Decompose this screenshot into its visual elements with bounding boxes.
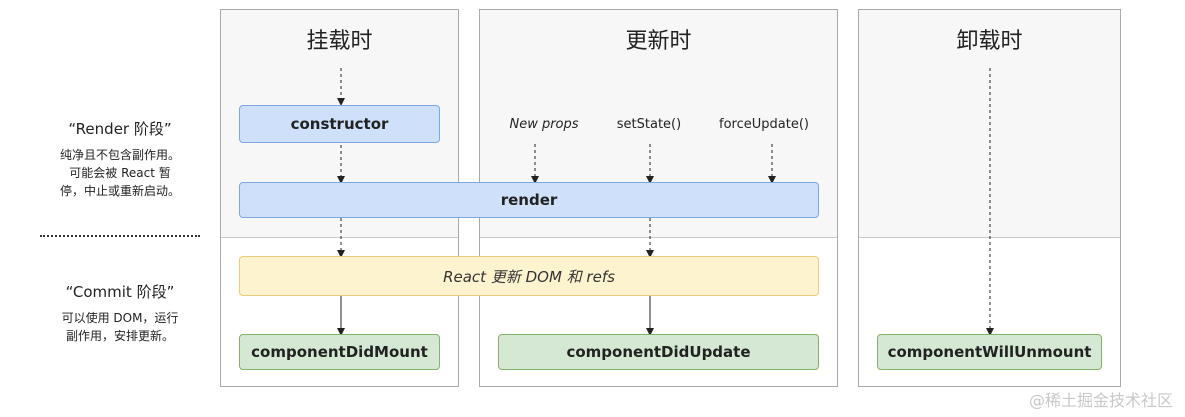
commit-phase-desc-line: 副作用，安排更新。	[65, 329, 174, 343]
unmount-column-title: 卸载时	[956, 29, 1023, 54]
unmount-column: 卸载时	[858, 9, 1121, 387]
mount-column-title: 挂载时	[306, 29, 373, 54]
component-will-unmount-box: componentWillUnmount	[877, 334, 1102, 370]
commit-phase-title: “Commit 阶段”	[65, 283, 175, 301]
react-update-dom-box: React 更新 DOM 和 refs	[239, 256, 819, 296]
render-phase-description: 纯净且不包含副作用。 可能会被 React 暂 停，中止或重新启动。	[40, 146, 200, 200]
render-phase-desc-line: 可能会被 React 暂	[69, 166, 171, 180]
constructor-box: constructor	[239, 105, 440, 143]
component-did-mount-box: componentDidMount	[239, 334, 440, 370]
update-column-title: 更新时	[625, 29, 692, 54]
phase-separator	[40, 235, 200, 237]
commit-phase-description: 可以使用 DOM，运行 副作用，安排更新。	[40, 309, 200, 345]
component-did-update-box: componentDidUpdate	[498, 334, 819, 370]
trigger-new-props: New props	[509, 117, 579, 132]
render-phase-desc-line: 停，中止或重新启动。	[59, 184, 180, 198]
render-phase-title: “Render 阶段”	[68, 120, 172, 138]
render-box: render	[239, 182, 819, 218]
trigger-setstate: setState()	[616, 117, 682, 132]
watermark: @稀土掘金技术社区	[1028, 391, 1173, 410]
commit-phase-desc-line: 可以使用 DOM，运行	[61, 311, 179, 325]
phase-divider	[221, 237, 458, 238]
phase-divider	[480, 237, 837, 238]
trigger-forceupdate: forceUpdate()	[719, 117, 809, 132]
render-phase-desc-line: 纯净且不包含副作用。	[59, 148, 180, 162]
